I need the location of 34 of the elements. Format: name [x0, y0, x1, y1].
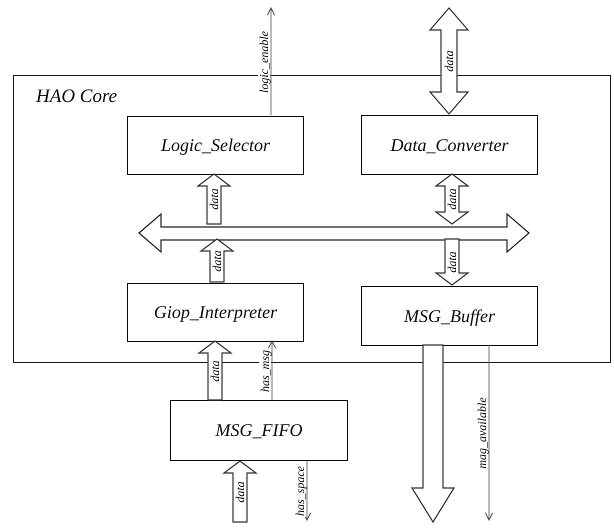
container-title: HAO Core: [36, 86, 118, 108]
module-box: [127, 283, 304, 342]
module-name: MSG_FIFO: [216, 420, 302, 441]
module-box: [361, 115, 538, 175]
edge-label: data: [234, 480, 246, 504]
edge-label: data: [446, 250, 458, 274]
signal-arrow: [268, 340, 276, 400]
block-arrow: [199, 238, 235, 283]
edge-label: data: [446, 187, 458, 211]
module-name: Logic_Selector: [161, 135, 270, 156]
module-name: MSG_Buffer: [404, 306, 495, 326]
signal-arrow: [302, 460, 312, 520]
module-box: [361, 286, 538, 346]
module-name: Data_Converter: [390, 134, 508, 156]
module-name: Giop_Interpreter: [154, 302, 278, 323]
edge-label: data: [211, 248, 223, 272]
edge-label: data: [443, 49, 455, 73]
block-arrow: [434, 238, 470, 286]
block-arrow: [428, 7, 470, 115]
block-arrow: [222, 460, 258, 523]
module-box: [127, 116, 304, 175]
block-arrow: [197, 340, 233, 401]
block-arrow: [434, 173, 470, 225]
edge-label: data: [208, 187, 220, 211]
edge-label: has_msg: [259, 348, 271, 392]
signal-arrow: [266, 8, 276, 116]
signal-arrow: [484, 344, 494, 520]
edge-label: logic_enable: [258, 30, 270, 94]
block-arrow: [410, 344, 456, 524]
edge-label: mag_available: [476, 396, 488, 470]
edge-label: has_space: [294, 464, 306, 516]
block-arrow: [196, 173, 232, 225]
edge-label: data: [209, 358, 221, 382]
module-box: [170, 400, 348, 461]
